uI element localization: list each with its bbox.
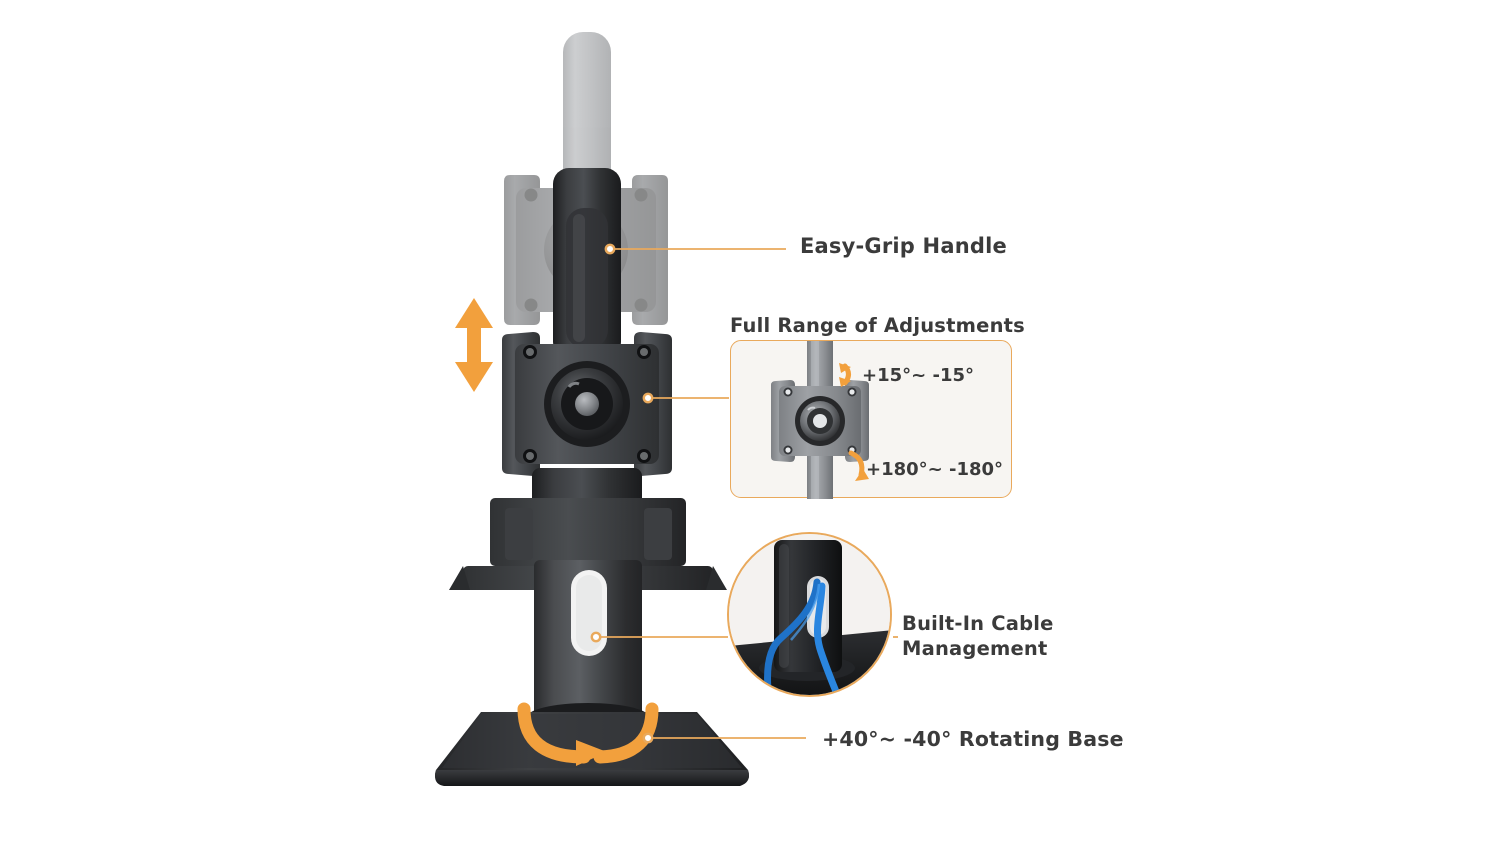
tilt-curved-arrow-icon <box>839 363 851 387</box>
range-diagram <box>771 341 869 499</box>
swivel-curved-arrow-icon <box>848 450 869 481</box>
cable-label-line-2: Management <box>902 637 1048 660</box>
cable-management-inset <box>727 532 892 697</box>
vesa-mount-plate <box>502 332 672 476</box>
up-down-arrow-icon <box>455 298 493 392</box>
cable-label-line-1: Built-In Cable <box>902 612 1054 635</box>
leader-dots <box>590 243 654 744</box>
callout-label-easy-grip-handle: Easy-Grip Handle <box>800 234 1007 258</box>
easy-grip-handle <box>553 168 621 358</box>
base-rotate-arrow-icon <box>517 702 659 766</box>
leader-lines <box>597 248 898 739</box>
full-range-callout-box <box>730 340 1012 499</box>
tilt-range-value: +15°~ -15° <box>862 365 974 386</box>
cable-inset-art <box>729 534 890 695</box>
rotation-range-value: +180°~ -180° <box>866 459 1004 480</box>
callout-label-rotating-base: +40°~ -40° Rotating Base <box>822 727 1124 751</box>
callout-label-cable-management: Built-In Cable Management <box>902 611 1102 661</box>
callout-title-full-range: Full Range of Adjustments <box>730 314 1025 337</box>
